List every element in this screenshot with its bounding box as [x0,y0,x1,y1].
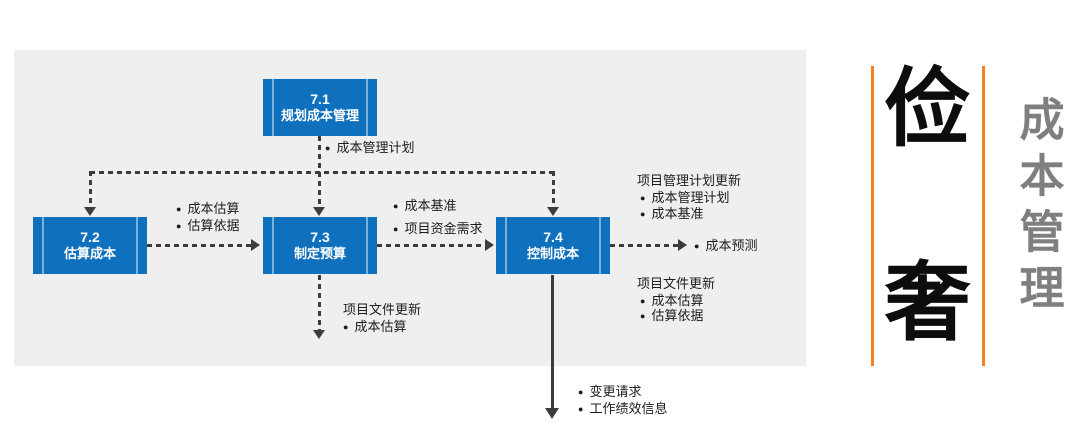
edge-estimate-to-budget-dashed [147,244,251,247]
bullet-icon: ● [343,322,349,332]
process-id: 7.1 [310,90,330,107]
bullet-icon: ● [578,387,584,397]
bullet-icon: ● [176,204,182,214]
process-name: 控制成本 [526,246,579,262]
edge-trunk-right-drop-dashed [552,171,555,207]
arrowhead-into-determine-budget [313,207,325,216]
box-divider-left [272,79,274,136]
edge-budget-to-control-dashed [377,244,485,247]
arrowhead-control-down [545,408,559,419]
diagram-background-panel [14,50,806,366]
label-control-doc-updates-item2: ● 估算依据 [640,308,704,323]
label-project-funding-requirements: ● 项目资金需求 [393,221,483,236]
arrowhead-budget-to-control [485,239,494,251]
orange-divider-right [982,66,985,366]
process-id: 7.3 [310,228,330,245]
bullet-icon: ● [640,296,646,306]
label-cost-estimates: ● 成本估算 [176,201,240,216]
bullet-icon: ● [640,209,646,219]
label-budget-doc-updates-title: 项目文件更新 [343,302,422,317]
box-divider-right [599,217,601,274]
box-divider-right [366,217,368,274]
process-box-estimate-costs: 7.2 估算成本 [33,217,147,274]
label-cost-baseline: ● 成本基准 [393,198,457,213]
process-box-control-costs: 7.4 控制成本 [496,217,610,274]
process-id: 7.2 [80,228,100,245]
process-box-plan-cost-management: 7.1 规划成本管理 [263,79,377,136]
label-work-performance-info: ● 工作绩效信息 [578,401,668,416]
label-cost-forecasts: ● 成本预测 [694,238,758,253]
label-control-doc-updates-item1: ● 成本估算 [640,293,704,308]
bullet-icon: ● [640,311,646,321]
process-name: 规划成本管理 [280,108,359,124]
bullet-icon: ● [694,241,700,251]
banner-char-she: 奢 [884,255,971,351]
label-basis-of-estimates: ● 估算依据 [176,218,240,233]
bullet-icon: ● [393,224,399,234]
process-name: 制定预算 [293,246,346,262]
label-change-requests: ● 变更请求 [578,384,642,399]
banner-char-jian: 俭 [884,61,971,157]
orange-divider-left [871,66,874,366]
bullet-icon: ● [578,404,584,414]
label-control-doc-updates-title: 项目文件更新 [637,276,716,291]
label-pm-plan-updates-item2: ● 成本基准 [640,206,704,221]
bullet-icon: ● [393,201,399,211]
vertical-title-cost-management: 成本管理 [1012,96,1064,320]
box-divider-left [272,217,274,274]
label-cost-management-plan: ● 成本管理计划 [325,140,415,155]
edge-control-down-solid [551,275,554,409]
label-budget-doc-updates-item: ● 成本估算 [343,319,407,334]
arrowhead-budget-down [313,330,325,339]
arrowhead-into-control-costs [547,207,559,216]
box-divider-right [136,217,138,274]
edge-trunk-dashed [90,171,554,174]
process-box-determine-budget: 7.3 制定预算 [263,217,377,274]
box-divider-left [505,217,507,274]
process-name: 估算成本 [63,246,116,262]
process-id: 7.4 [543,228,563,245]
arrowhead-estimate-to-budget [251,239,260,251]
bullet-icon: ● [176,221,182,231]
label-pm-plan-updates-title: 项目管理计划更新 [637,173,742,188]
box-divider-left [42,217,44,274]
arrowhead-into-estimate-costs [84,207,96,216]
arrowhead-control-output [678,239,687,251]
bullet-icon: ● [640,193,646,203]
box-divider-right [366,79,368,136]
edge-control-output-dashed [610,244,678,247]
edge-budget-down-dashed [318,275,321,331]
label-pm-plan-updates-item1: ● 成本管理计划 [640,190,730,205]
edge-trunk-left-drop-dashed [89,171,92,207]
bullet-icon: ● [325,143,331,153]
